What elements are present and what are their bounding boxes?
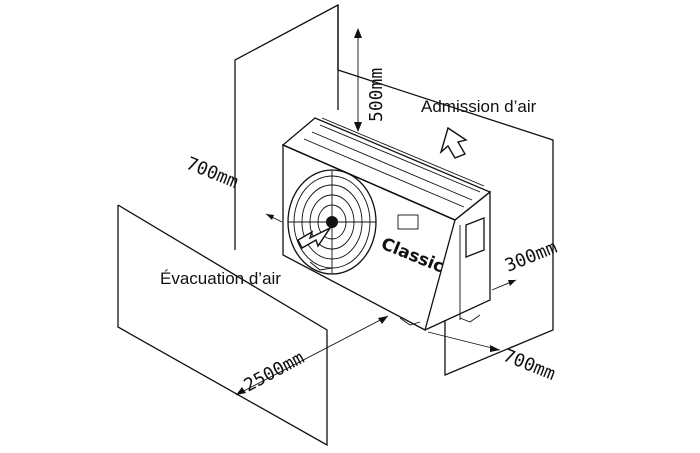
back-wall [234, 3, 339, 250]
brand-label: Classic [378, 234, 447, 277]
front-clearance-label: 2500mm [240, 347, 307, 396]
right-wall [337, 69, 554, 376]
top-clearance-label: 500mm [366, 68, 387, 122]
air-intake-arrow-icon [439, 126, 468, 159]
right-clearance-label: 700mm [500, 345, 558, 385]
side-handle [465, 217, 485, 258]
front-clearance-dimension [235, 315, 389, 396]
rear-clearance-label: 300mm [502, 237, 560, 277]
display-panel [397, 214, 419, 230]
right-clearance-dimension [427, 331, 501, 352]
front-clearance-plane [117, 204, 328, 447]
left-clearance-dimension [265, 213, 283, 223]
rear-clearance-dimension [491, 279, 517, 291]
left-clearance-label: 700mm [183, 153, 241, 193]
air-exhaust-label: Évacuation d’air [160, 269, 281, 288]
air-intake-label: Admission d’air [421, 97, 537, 116]
top-clearance-dimension [354, 28, 362, 132]
air-exhaust-arrow-icon [297, 226, 333, 249]
fan-grille [287, 169, 377, 275]
